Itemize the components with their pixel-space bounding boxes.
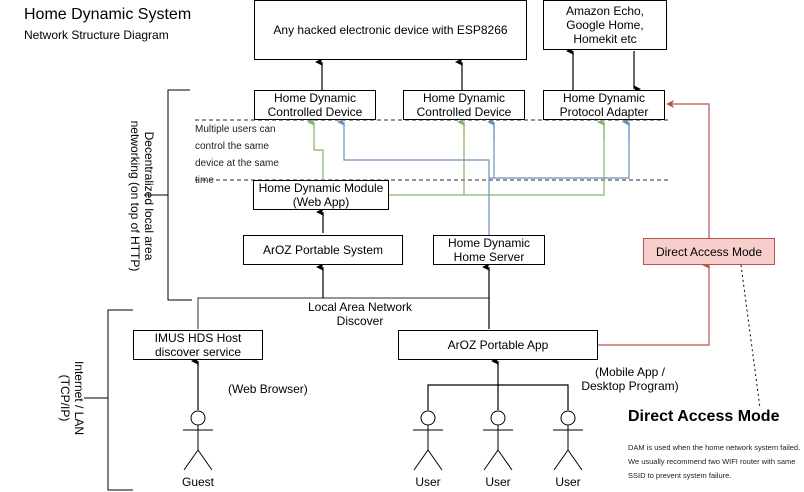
node-smart-assistants[interactable]: Amazon Echo, Google Home, Homekit etc bbox=[543, 0, 667, 50]
diagram-subtitle: Network Structure Diagram bbox=[24, 28, 169, 42]
lan-discover-bus bbox=[197, 297, 489, 329]
lan-discover-label: Local Area Network Discover bbox=[307, 300, 413, 328]
blue-link-server-device2-adapter bbox=[489, 122, 630, 179]
dam-note-body: DAM is used when the home network system… bbox=[628, 443, 801, 480]
decentralized-group-label: Decentralized local area networking (on … bbox=[128, 120, 156, 272]
node-home-server[interactable]: Home Dynamic Home Server bbox=[433, 235, 545, 265]
actor-guest-icon bbox=[183, 410, 213, 471]
node-home-dynamic-module[interactable]: Home Dynamic Module (Web App) bbox=[253, 180, 389, 210]
actor-guest-label: Guest bbox=[181, 475, 214, 489]
node-controlled-device-1[interactable]: Home Dynamic Controlled Device bbox=[254, 90, 376, 120]
actor-user-1-icon bbox=[413, 410, 443, 471]
red-link-dam-to-adapter bbox=[671, 103, 710, 238]
red-link-app-to-dam bbox=[598, 261, 710, 346]
multi-user-note: Multiple users can control the same devi… bbox=[195, 124, 279, 186]
dam-note-link bbox=[740, 264, 761, 409]
node-protocol-adapter[interactable]: Home Dynamic Protocol Adapter bbox=[543, 90, 665, 120]
green-link-module-device1 bbox=[307, 118, 324, 180]
node-aroz-portable-system[interactable]: ArOZ Portable System bbox=[243, 235, 403, 265]
dam-note-title: Direct Access Mode bbox=[628, 408, 780, 425]
actor-user-2-label: User bbox=[485, 475, 511, 489]
green-link-module-device2-adapter bbox=[388, 122, 605, 196]
node-esp-device[interactable]: Any hacked electronic device with ESP826… bbox=[254, 0, 527, 60]
diagram-title: Home Dynamic System bbox=[24, 6, 192, 23]
internet-group-label: Internet / LAN (TCP/IP) bbox=[58, 360, 86, 436]
actor-user-3-label: User bbox=[555, 475, 581, 489]
actor-user-1-label: User bbox=[415, 475, 441, 489]
node-imus-host[interactable]: IMUS HDS Host discover service bbox=[133, 330, 263, 360]
blue-link-server-device1 bbox=[337, 118, 490, 235]
bracket-internet bbox=[84, 309, 133, 491]
bracket-decentralized bbox=[144, 89, 192, 301]
node-controlled-device-2[interactable]: Home Dynamic Controlled Device bbox=[403, 90, 525, 120]
actor-user-2-icon bbox=[483, 410, 513, 471]
red-arrowhead-adapter bbox=[666, 100, 674, 108]
web-browser-label: (Web Browser) bbox=[228, 382, 308, 396]
node-aroz-portable-app[interactable]: ArOZ Portable App bbox=[398, 330, 598, 360]
node-direct-access-mode[interactable]: Direct Access Mode bbox=[643, 238, 775, 265]
mobile-desktop-label: (Mobile App / Desktop Program) bbox=[581, 365, 679, 393]
actor-user-3-icon bbox=[553, 410, 583, 471]
